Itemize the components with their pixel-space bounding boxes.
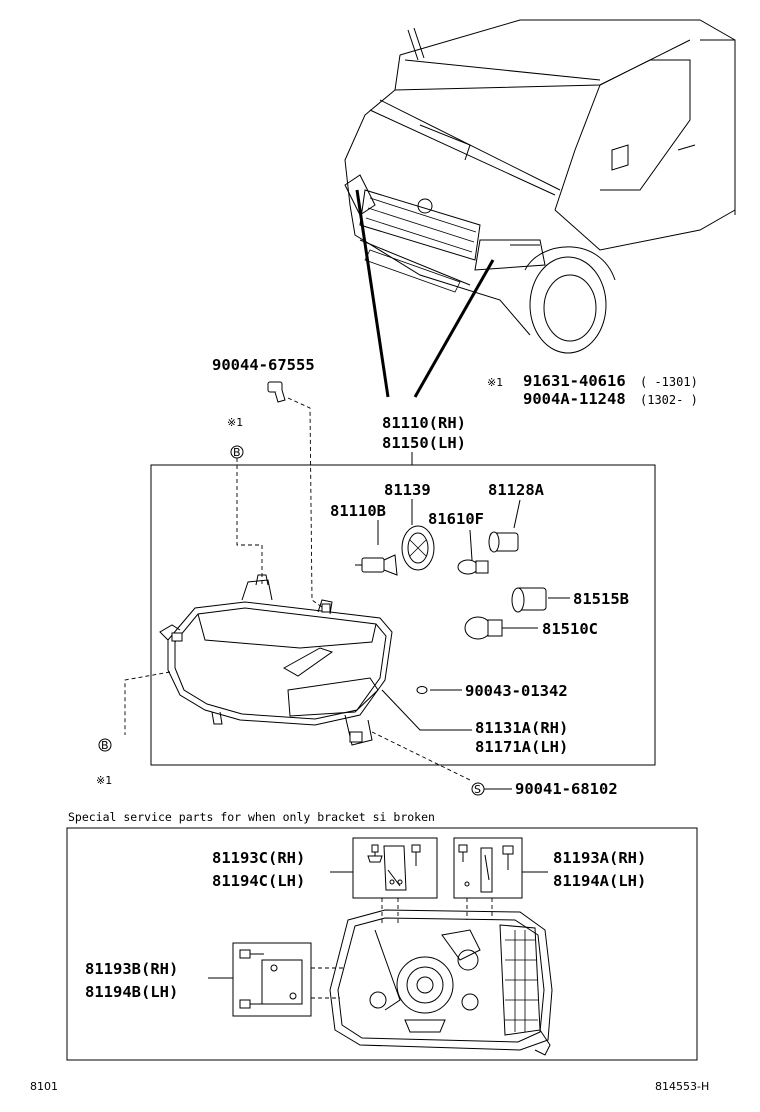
- label-81139: 81139: [384, 481, 431, 499]
- note-mark-right: ※1: [487, 376, 503, 389]
- note-mark-top: ※1: [227, 416, 243, 429]
- bulb-81610F: [457, 559, 489, 575]
- bulb-81510C: [464, 616, 503, 640]
- leader-b-top: [236, 458, 263, 585]
- label-90044-67555: 90044-67555: [212, 356, 315, 374]
- leader-81128A: [513, 499, 521, 529]
- label-90041-68102: 90041-68102: [515, 780, 618, 798]
- label-81131A-rh: 81131A(RH): [475, 719, 568, 737]
- label-81194B-lh: 81194B(LH): [85, 983, 178, 1001]
- bulb-cover-81139: [401, 525, 435, 571]
- label-81510C: 81510C: [542, 620, 598, 638]
- socket-81128A: [488, 531, 519, 553]
- marker-b-bottom: [98, 738, 112, 752]
- pointer-line-rh: [355, 189, 390, 398]
- special-caption: Special service parts for when only brac…: [68, 810, 435, 824]
- bracket-a: [458, 844, 514, 893]
- leader-90041: [371, 731, 471, 781]
- vehicle-illustration: [344, 19, 736, 354]
- clip-90043: [416, 686, 428, 694]
- label-81110-rh: 81110(RH): [382, 414, 466, 432]
- leader-81131A: [381, 689, 472, 731]
- marker-s-text: S: [474, 783, 481, 796]
- assembly-box: [150, 464, 656, 766]
- label-81194A-lh: 81194A(LH): [553, 872, 646, 890]
- label-81610F: 81610F: [428, 510, 484, 528]
- bracket-b-box: [232, 942, 312, 1017]
- footer-right: 814553-H: [655, 1080, 709, 1093]
- label-81193A-rh: 81193A(RH): [553, 849, 646, 867]
- range-91631: ( -1301): [640, 375, 698, 389]
- label-91631-40616: 91631-40616: [523, 372, 626, 390]
- pointer-line-lh: [413, 259, 495, 398]
- label-81150-lh: 81150(LH): [382, 434, 466, 452]
- label-81171A-lh: 81171A(LH): [475, 738, 568, 756]
- leader-bolt: [287, 397, 327, 611]
- bracket-c: [367, 844, 421, 891]
- headlamp-rear-view: [311, 898, 553, 1056]
- leader-b-bottom: [124, 671, 171, 735]
- note-mark-bottom: ※1: [96, 774, 112, 787]
- label-81194C-lh: 81194C(LH): [212, 872, 305, 890]
- range-9004A: (1302- ): [640, 393, 698, 407]
- bolt-90044: [267, 381, 286, 403]
- label-81515B: 81515B: [573, 590, 629, 608]
- bracket-c-box: [352, 837, 438, 899]
- special-parts-box: [66, 827, 698, 1061]
- marker-b-bottom-text: B: [101, 739, 109, 752]
- bracket-b: [239, 949, 303, 1009]
- label-90043-01342: 90043-01342: [465, 682, 568, 700]
- label-81193B-rh: 81193B(RH): [85, 960, 178, 978]
- marker-b-top-text: B: [233, 446, 241, 459]
- label-81193C-rh: 81193C(RH): [212, 849, 305, 867]
- label-9004A-11248: 9004A-11248: [523, 390, 626, 408]
- bracket-a-box: [453, 837, 523, 899]
- label-81110B: 81110B: [330, 502, 386, 520]
- footer-left: 8101: [30, 1080, 58, 1093]
- bulb-81110B: [355, 554, 398, 576]
- headlamp-housing: [159, 574, 393, 746]
- socket-81515B: [511, 587, 547, 613]
- label-81128A: 81128A: [488, 481, 545, 499]
- leader-81610F: [469, 529, 473, 561]
